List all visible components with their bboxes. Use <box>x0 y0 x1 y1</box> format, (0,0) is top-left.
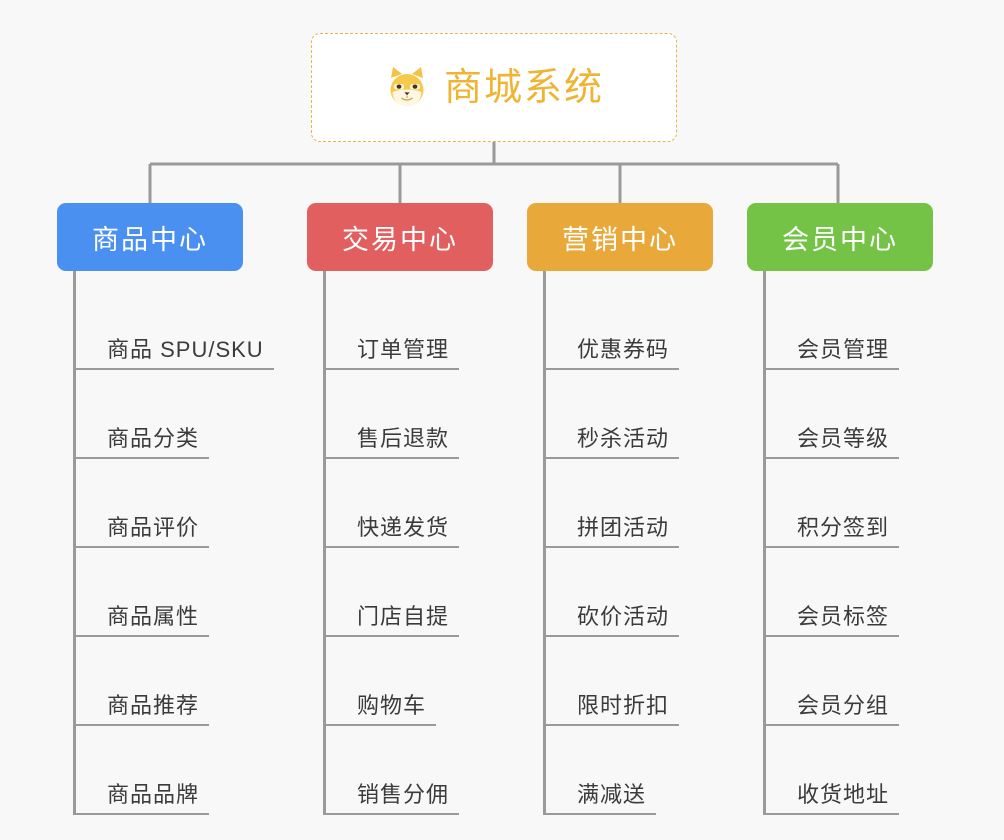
leaf-label: 购物车 <box>326 693 437 726</box>
leaf-label: 商品评价 <box>76 515 210 548</box>
leaf-label: 优惠券码 <box>546 337 680 370</box>
leaf-label: 会员管理 <box>766 337 900 370</box>
leaf-label: 收货地址 <box>766 782 900 815</box>
list-item[interactable]: 会员分组 <box>766 637 933 726</box>
list-item[interactable]: 商品属性 <box>76 548 274 637</box>
category-header-marketing[interactable]: 营销中心 <box>527 203 713 271</box>
list-item[interactable]: 会员标签 <box>766 548 933 637</box>
leaf-label: 拼团活动 <box>546 515 680 548</box>
list-item[interactable]: 门店自提 <box>326 548 493 637</box>
root-node[interactable]: 商城系统 <box>311 33 677 142</box>
shiba-dog-face-icon <box>384 65 430 111</box>
category-column-product: 商品中心 商品 SPU/SKU 商品分类 商品评价 商品属性 商品推荐 商品品牌 <box>57 203 274 815</box>
leaf-label: 订单管理 <box>326 337 460 370</box>
list-item[interactable]: 商品 SPU/SKU <box>76 281 274 370</box>
leaf-label: 门店自提 <box>326 604 460 637</box>
leaf-list-product: 商品 SPU/SKU 商品分类 商品评价 商品属性 商品推荐 商品品牌 <box>73 271 274 815</box>
category-label: 会员中心 <box>782 224 898 255</box>
list-item[interactable]: 收货地址 <box>766 726 933 815</box>
list-item[interactable]: 会员等级 <box>766 370 933 459</box>
category-label: 商品中心 <box>92 224 208 255</box>
list-item[interactable]: 会员管理 <box>766 281 933 370</box>
category-header-member[interactable]: 会员中心 <box>747 203 933 271</box>
leaf-label: 销售分佣 <box>326 782 460 815</box>
leaf-label: 售后退款 <box>326 426 460 459</box>
category-column-marketing: 营销中心 优惠券码 秒杀活动 拼团活动 砍价活动 限时折扣 满减送 <box>527 203 713 815</box>
list-item[interactable]: 秒杀活动 <box>546 370 713 459</box>
leaf-list-trade: 订单管理 售后退款 快递发货 门店自提 购物车 销售分佣 <box>323 271 493 815</box>
category-label: 交易中心 <box>342 224 458 255</box>
leaf-label: 秒杀活动 <box>546 426 680 459</box>
category-header-trade[interactable]: 交易中心 <box>307 203 493 271</box>
category-column-member: 会员中心 会员管理 会员等级 积分签到 会员标签 会员分组 收货地址 <box>747 203 933 815</box>
list-item[interactable]: 销售分佣 <box>326 726 493 815</box>
leaf-label: 快递发货 <box>326 515 460 548</box>
list-item[interactable]: 订单管理 <box>326 281 493 370</box>
leaf-label: 商品属性 <box>76 604 210 637</box>
list-item[interactable]: 购物车 <box>326 637 493 726</box>
root-title: 商城系统 <box>443 66 604 109</box>
list-item[interactable]: 优惠券码 <box>546 281 713 370</box>
leaf-label: 商品推荐 <box>76 693 210 726</box>
leaf-label: 会员分组 <box>766 693 900 726</box>
leaf-list-member: 会员管理 会员等级 积分签到 会员标签 会员分组 收货地址 <box>763 271 933 815</box>
category-label: 营销中心 <box>562 224 678 255</box>
list-item[interactable]: 快递发货 <box>326 459 493 548</box>
leaf-label: 限时折扣 <box>546 693 680 726</box>
list-item[interactable]: 限时折扣 <box>546 637 713 726</box>
list-item[interactable]: 商品分类 <box>76 370 274 459</box>
leaf-label: 会员等级 <box>766 426 900 459</box>
list-item[interactable]: 积分签到 <box>766 459 933 548</box>
list-item[interactable]: 砍价活动 <box>546 548 713 637</box>
list-item[interactable]: 商品评价 <box>76 459 274 548</box>
leaf-label: 积分签到 <box>766 515 900 548</box>
leaf-label: 砍价活动 <box>546 604 680 637</box>
list-item[interactable]: 拼团活动 <box>546 459 713 548</box>
leaf-label: 满减送 <box>546 782 657 815</box>
list-item[interactable]: 商品推荐 <box>76 637 274 726</box>
leaf-list-marketing: 优惠券码 秒杀活动 拼团活动 砍价活动 限时折扣 满减送 <box>543 271 713 815</box>
list-item[interactable]: 商品品牌 <box>76 726 274 815</box>
leaf-label: 商品 SPU/SKU <box>76 337 274 370</box>
leaf-label: 商品品牌 <box>76 782 210 815</box>
category-column-trade: 交易中心 订单管理 售后退款 快递发货 门店自提 购物车 销售分佣 <box>307 203 493 815</box>
list-item[interactable]: 满减送 <box>546 726 713 815</box>
leaf-label: 会员标签 <box>766 604 900 637</box>
leaf-label: 商品分类 <box>76 426 210 459</box>
category-header-product[interactable]: 商品中心 <box>57 203 243 271</box>
list-item[interactable]: 售后退款 <box>326 370 493 459</box>
